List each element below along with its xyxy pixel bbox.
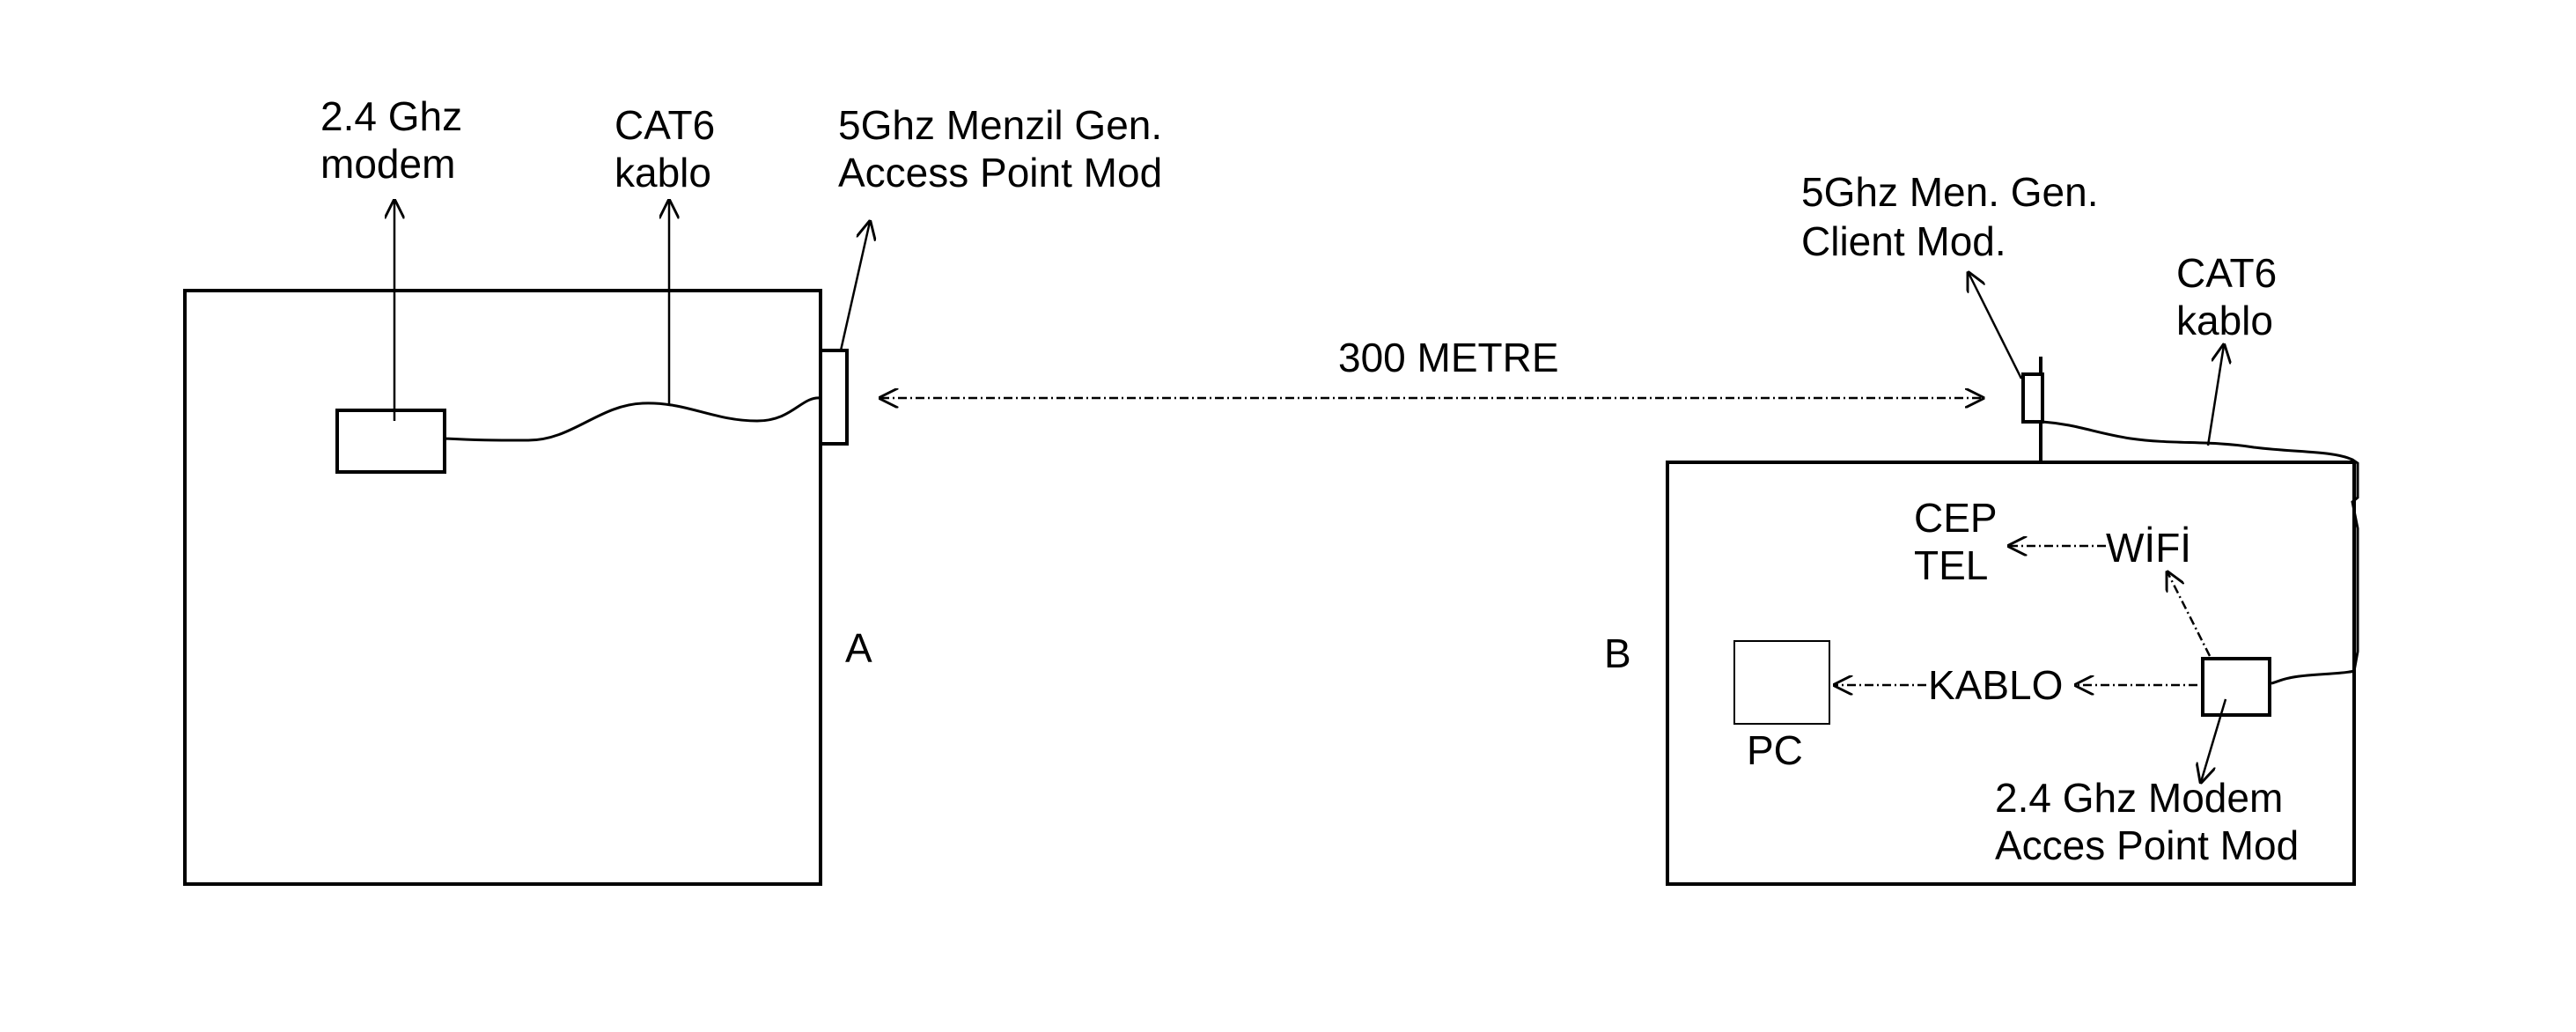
building-a xyxy=(183,289,822,886)
ap-5ghz-leader-arrow xyxy=(839,222,870,351)
modem-24-label: 2.4 Ghz modem xyxy=(320,93,474,187)
distance-label: 300 METRE xyxy=(1338,335,1559,380)
modem-b-device xyxy=(2201,657,2271,717)
ap-5ghz-device xyxy=(819,349,849,446)
wifi-label: WİFİ xyxy=(2106,525,2191,571)
modem-to-wifi-arrow xyxy=(2168,572,2212,657)
kablo-label: KABLO xyxy=(1928,662,2063,708)
client-5ghz-label: 5Ghz Men. Gen. Client Mod. xyxy=(1801,169,2109,264)
cat6-b-label: CAT6 kablo xyxy=(2176,250,2288,343)
pc-label: PC xyxy=(1747,727,1803,773)
phone-label: CEP TEL xyxy=(1914,495,2008,588)
ap-5ghz-label: 5Ghz Menzil Gen. Access Point Mod xyxy=(838,102,1174,195)
modem-b-label: 2.4 Ghz Modem Acces Point Mod xyxy=(1995,775,2299,868)
modem-b-leader-arrow xyxy=(2201,698,2227,782)
cat6-cable-b xyxy=(2042,420,2359,685)
cat6-cable-a xyxy=(444,396,821,442)
cat6-b-leader-arrow xyxy=(2206,345,2224,446)
client-5ghz-device xyxy=(2021,372,2044,424)
building-a-label: A xyxy=(845,625,872,671)
pc-device xyxy=(1733,640,1830,725)
building-b-label: B xyxy=(1604,630,1631,676)
cat6-a-label: CAT6 kablo xyxy=(615,102,726,195)
modem-a-device xyxy=(335,409,446,474)
client-5ghz-leader-arrow xyxy=(1969,273,2023,380)
